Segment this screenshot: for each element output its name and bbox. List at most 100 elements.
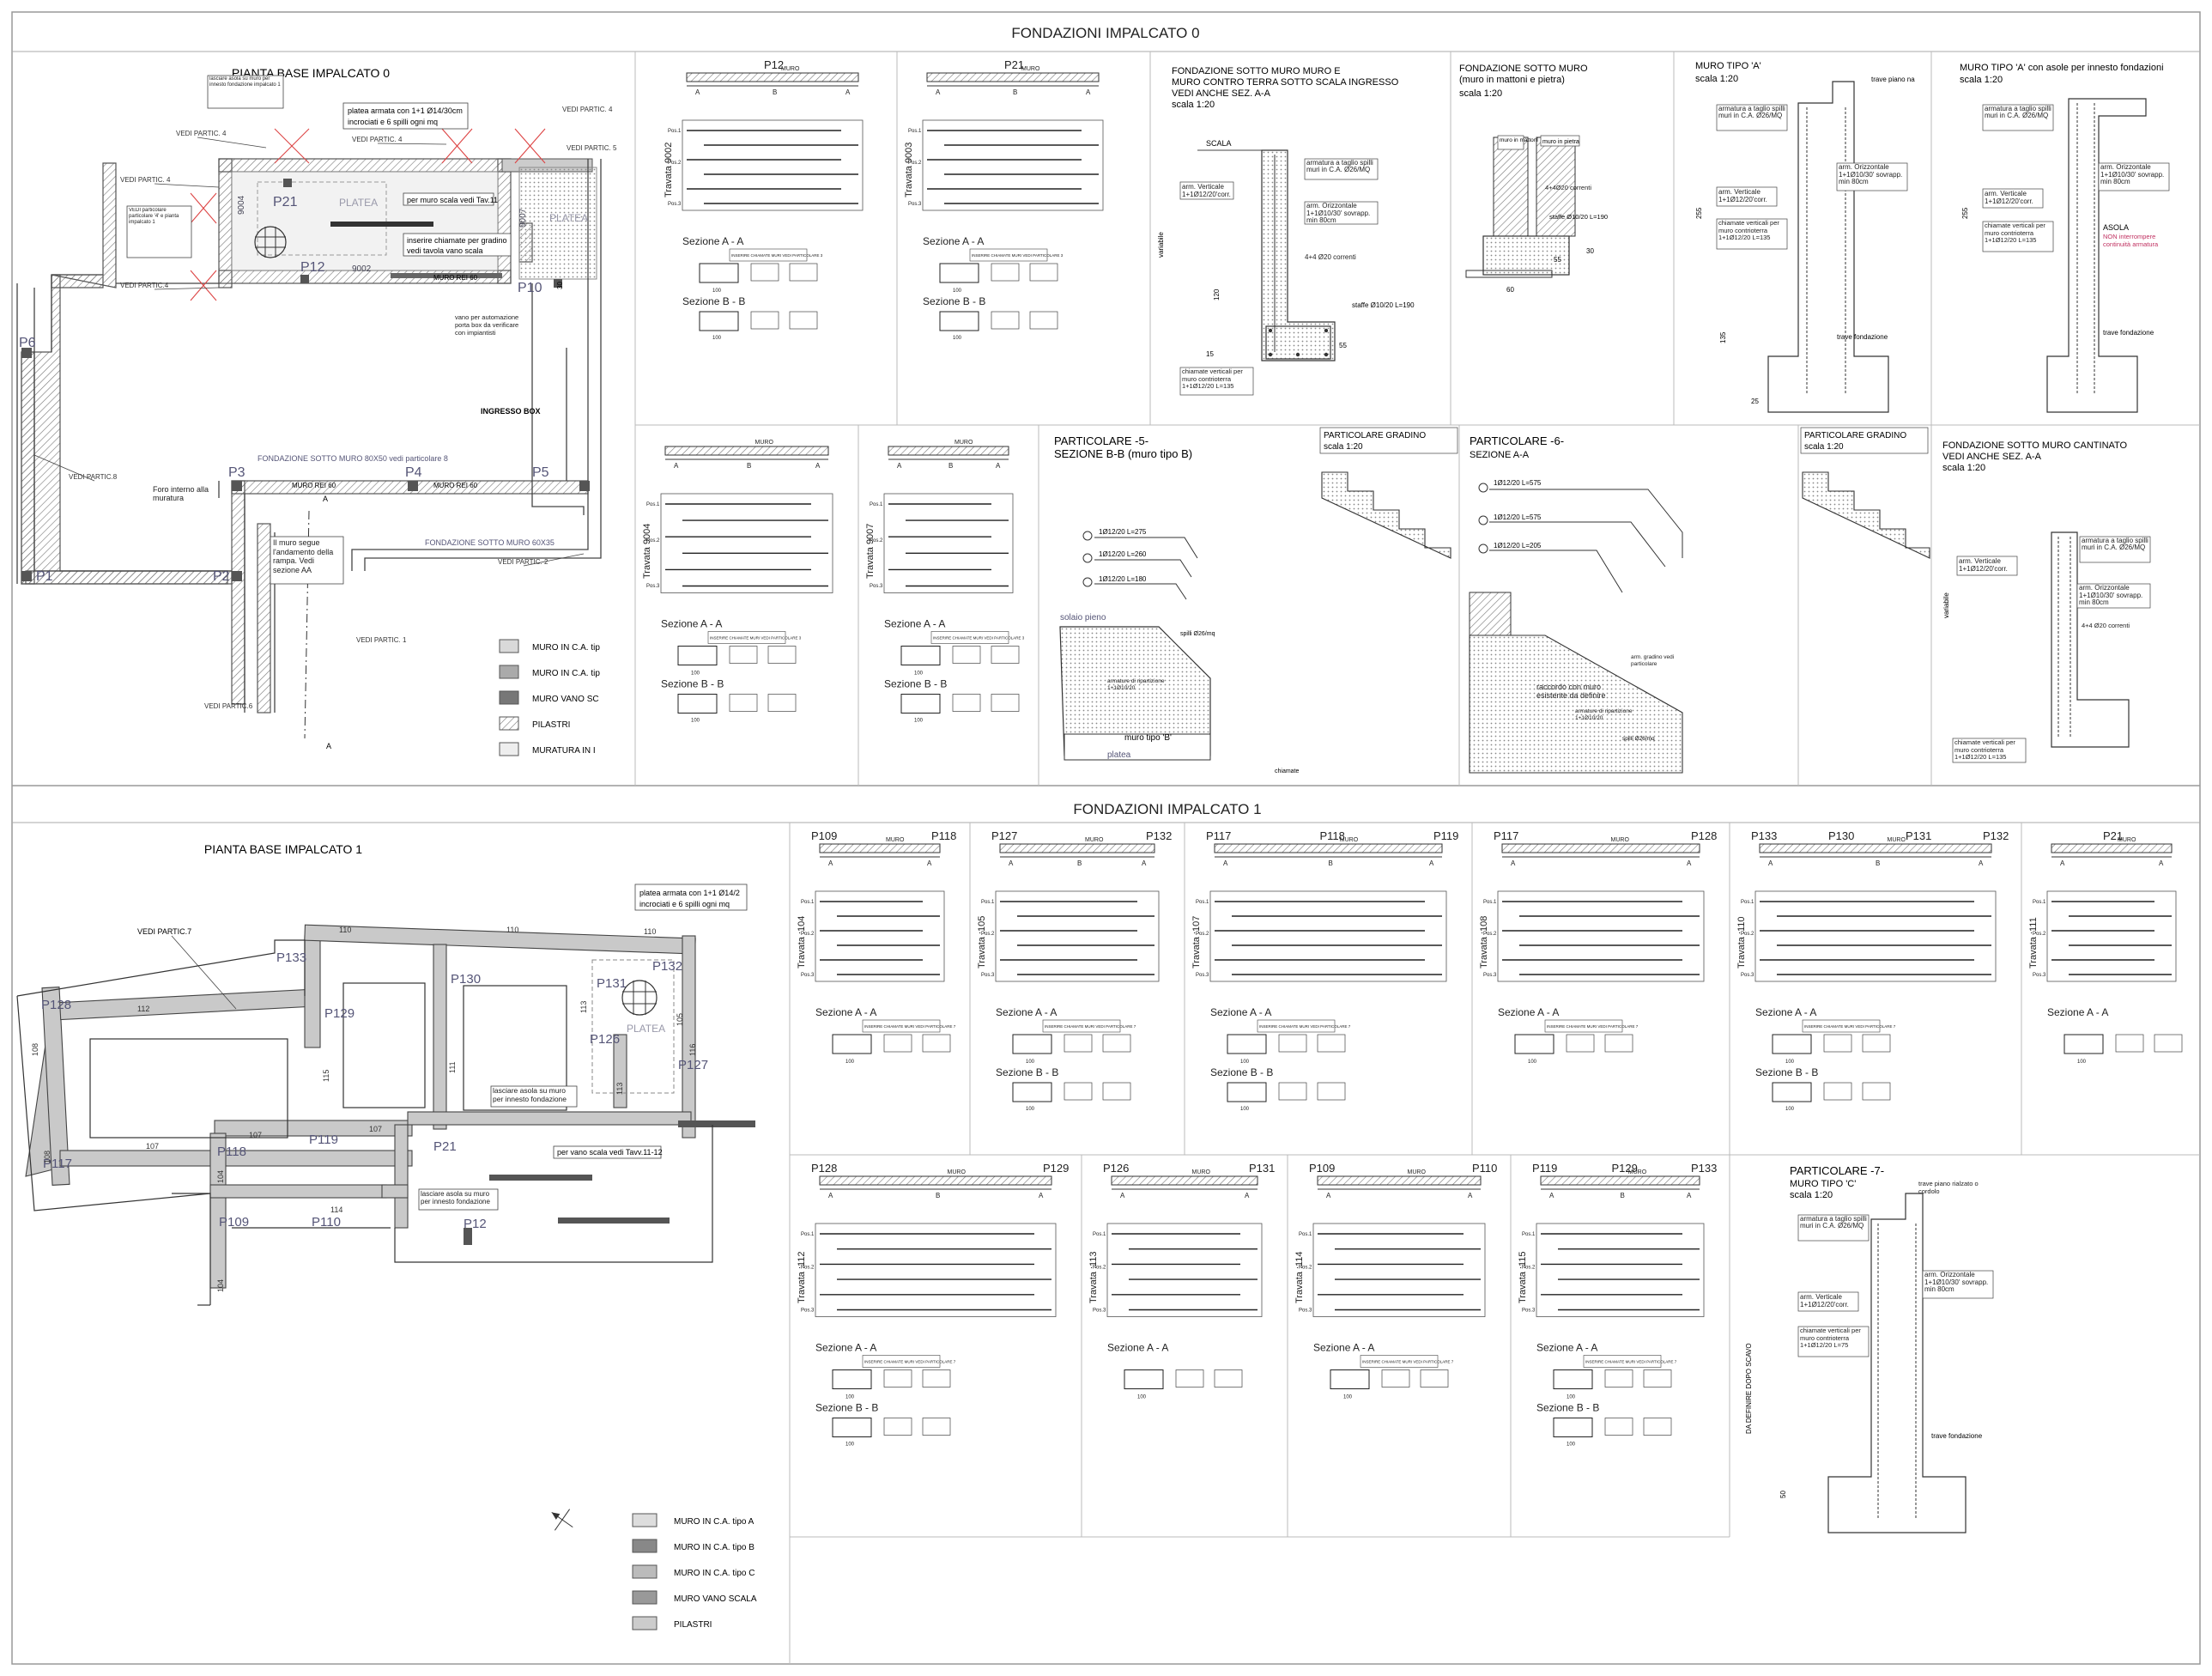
section-mark: A xyxy=(1429,859,1434,867)
plan0-note: inserire chiamate per gradino xyxy=(407,236,507,245)
wall-num: 107 xyxy=(249,1131,262,1139)
detail-scale: scala 1:20 xyxy=(1790,1190,1833,1200)
detail-note: armatura a taglio spilli muri in C.A. Ø2… xyxy=(1985,106,2051,119)
pillar-label: P128 xyxy=(41,998,71,1012)
section-title: Sezione A - A xyxy=(884,618,945,630)
section-box xyxy=(922,1369,951,1388)
detail-dim: 30 xyxy=(1586,247,1594,255)
detail-scale: scala 1:20 xyxy=(1459,88,1502,99)
legend-label: MURO IN C.A. tipo A xyxy=(674,1517,755,1527)
detail-scale: scala 1:20 xyxy=(1324,442,1363,452)
detail-note: staffe Ø10/20 L=190 xyxy=(1549,213,1608,221)
dim-label: 100 xyxy=(845,1442,855,1448)
detail-note: armature di ripartizione 1+1Ø10/20 xyxy=(1575,708,1633,721)
detail-muro-tipo-a: MURO TIPO 'A' scala 1:20 armatura a tagl… xyxy=(1695,61,1915,413)
section-mark: B xyxy=(1329,859,1333,867)
note-box xyxy=(1583,1355,1662,1368)
detail-note: trave fondazione xyxy=(1837,333,1888,341)
beam-outline xyxy=(1536,1223,1705,1317)
section-title: Sezione A - A xyxy=(1210,1006,1271,1018)
beam-wall xyxy=(999,843,1155,853)
beam-label: Pos.3 xyxy=(1522,1308,1536,1313)
note-box xyxy=(969,248,1048,262)
beam-label: Pos.2 xyxy=(1522,1266,1536,1271)
section-box xyxy=(832,1034,872,1054)
section-box xyxy=(1227,1082,1267,1102)
detail-title: (muro in mattoni e pietra) xyxy=(1459,75,1565,85)
section-title: Sezione A - A xyxy=(1107,1342,1168,1354)
beam-note: INSERIRE CHIAMATE MURI VEDI PARTICOLARE … xyxy=(1547,1024,1639,1029)
bar-label: 1Ø12/20 L=575 xyxy=(1494,479,1542,487)
plan0-legend: MURO IN C.A. tip MURO IN C.A. tip MURO V… xyxy=(499,639,600,756)
detail-dim: 15 xyxy=(1206,350,1214,358)
section-box xyxy=(991,311,1020,330)
particolare-7: PARTICOLARE -7- MURO TIPO 'C' scala 1:20… xyxy=(1745,1164,1994,1533)
detail-note: arm. gradino vedi particolare xyxy=(1631,654,1675,667)
section-box xyxy=(883,1034,912,1053)
beam-label: Pos.2 xyxy=(981,932,995,937)
detail-note: ASOLA xyxy=(2103,223,2129,232)
section-title: Sezione B - B xyxy=(682,295,745,307)
beam-label: Pos.2 xyxy=(1196,932,1209,937)
section-box xyxy=(1102,1034,1131,1053)
beam-note: INSERIRE CHIAMATE MURI VEDI PARTICOLARE … xyxy=(1259,1024,1351,1029)
pillar-label: P133 xyxy=(276,950,306,965)
travata-label: Travata :105 xyxy=(977,916,987,969)
pillar-label: P2 xyxy=(213,569,230,584)
beam-outline xyxy=(660,493,833,593)
section-mark: A xyxy=(1245,1192,1250,1199)
section-mark: A xyxy=(1511,859,1516,867)
dim-label: 100 xyxy=(1785,1060,1795,1065)
pillar-label: P109 xyxy=(1309,1162,1335,1175)
beam-outline xyxy=(922,119,1104,211)
pillar-label: P119 xyxy=(1433,829,1458,842)
section-box xyxy=(1012,1082,1052,1102)
pillar-label: P1 xyxy=(36,569,53,584)
section-box xyxy=(677,694,718,714)
beam-wall xyxy=(926,72,1100,82)
section-mark: B xyxy=(1876,859,1880,867)
pillar-label: P4 xyxy=(405,465,422,480)
legend-label: MURO IN C.A. tipo B xyxy=(674,1543,755,1552)
detail-note: platea xyxy=(1107,750,1131,760)
beam-note: INSERIRE CHIAMATE MURI VEDI PARTICOLARE … xyxy=(1362,1360,1454,1364)
pillar-label: P131 xyxy=(1249,1162,1275,1175)
travata-label: Travata :114 xyxy=(1294,1251,1305,1303)
plan-impalcato-0: PIANTA BASE IMPALCATO 0 xyxy=(16,66,617,756)
beam-label: Pos.1 xyxy=(908,129,922,134)
detail-dim: variabile xyxy=(1942,592,1950,618)
beam-label: Pos.1 xyxy=(1741,900,1754,905)
dim-label: 100 xyxy=(1343,1395,1353,1400)
section-mark: B xyxy=(936,1192,940,1199)
pillar-label: P118 xyxy=(1320,829,1345,842)
legend-label: MURO IN C.A. tipo C xyxy=(674,1569,755,1578)
section-mark: A xyxy=(1687,1192,1692,1199)
pillar-label: P130 xyxy=(451,972,481,987)
plan-impalcato-1: PIANTA BASE IMPALCATO 1 xyxy=(16,842,757,1630)
section-box xyxy=(2154,1034,2183,1053)
beam-label: Pos.2 xyxy=(870,538,883,543)
wall-num: 113 xyxy=(579,1001,588,1013)
section-box xyxy=(883,1418,912,1436)
plan0-note: per muro scala vedi Tav.11 xyxy=(407,196,498,204)
dim-label: 100 xyxy=(691,719,700,724)
pillar-label: P21 xyxy=(2103,829,2123,842)
beam-label: MURO xyxy=(781,66,800,72)
section-box xyxy=(1029,311,1058,330)
dim-label: 100 xyxy=(1026,1107,1035,1112)
detail-scale: scala 1:20 xyxy=(1804,442,1844,452)
wall-num: 111 xyxy=(448,1061,457,1073)
beam-label: Pos.2 xyxy=(2033,932,2046,937)
beam-label: MURO xyxy=(1628,1169,1647,1175)
section-mark: A xyxy=(1223,859,1228,867)
note-box xyxy=(707,631,786,644)
detail-note: spilli Ø26/mq xyxy=(1622,736,1655,742)
wall-num: 107 xyxy=(146,1142,159,1151)
note-box xyxy=(729,248,808,262)
detail-note: trave piano rialzato o cordolo xyxy=(1918,1181,1979,1195)
detail-note: arm. Orizzontale 1+1Ø10/30' sovrapp. min… xyxy=(1924,1272,1989,1293)
section-box xyxy=(1553,1369,1593,1389)
section-box xyxy=(991,694,1020,712)
section-box xyxy=(1862,1082,1891,1101)
pillar-label: P128 xyxy=(1691,829,1717,842)
